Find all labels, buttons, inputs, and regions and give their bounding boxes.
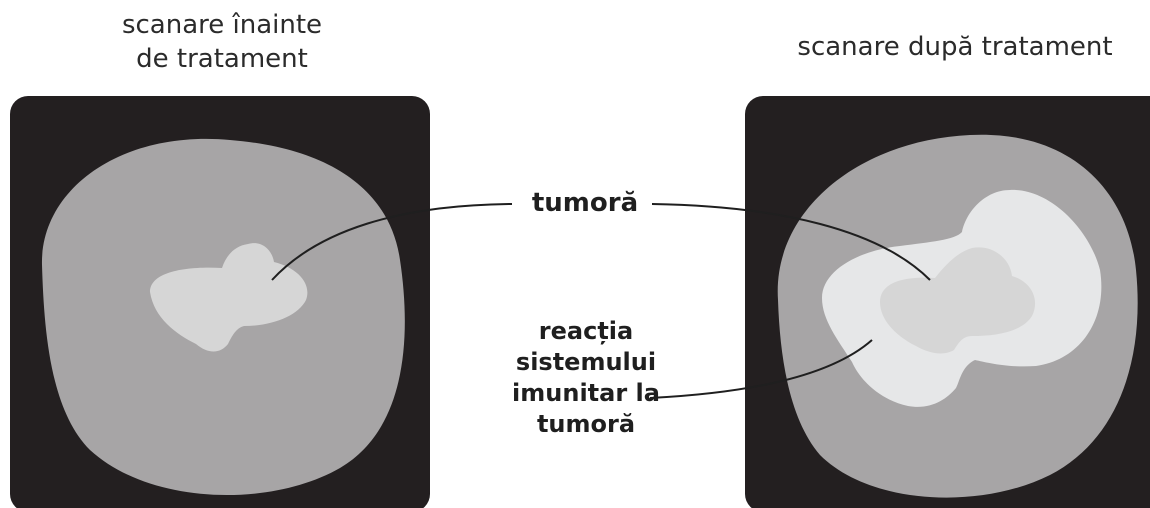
tumor-before [150, 243, 308, 352]
label-immune-line1: reacția [538, 317, 634, 345]
label-immune-line3: imunitar la [512, 379, 660, 407]
caption-before-line2: de tratament [136, 44, 308, 74]
tumor-after [880, 247, 1036, 354]
label-immune-line4: tumoră [536, 410, 636, 438]
caption-after-treatment: scanare după tratament [797, 32, 1113, 62]
leader-line-immune [649, 339, 873, 399]
label-immune-line2: sistemului [515, 348, 657, 376]
leader-line-tumor-after [651, 203, 931, 281]
label-immune-reaction: reacția sistemului imunitar la tumoră [488, 316, 684, 440]
caption-before-line1: scanare înainte [121, 10, 323, 40]
caption-before-treatment: scanare înainte de tratament [72, 8, 372, 76]
leader-line-tumor-before [271, 203, 513, 281]
label-tumor: tumoră [520, 186, 650, 220]
